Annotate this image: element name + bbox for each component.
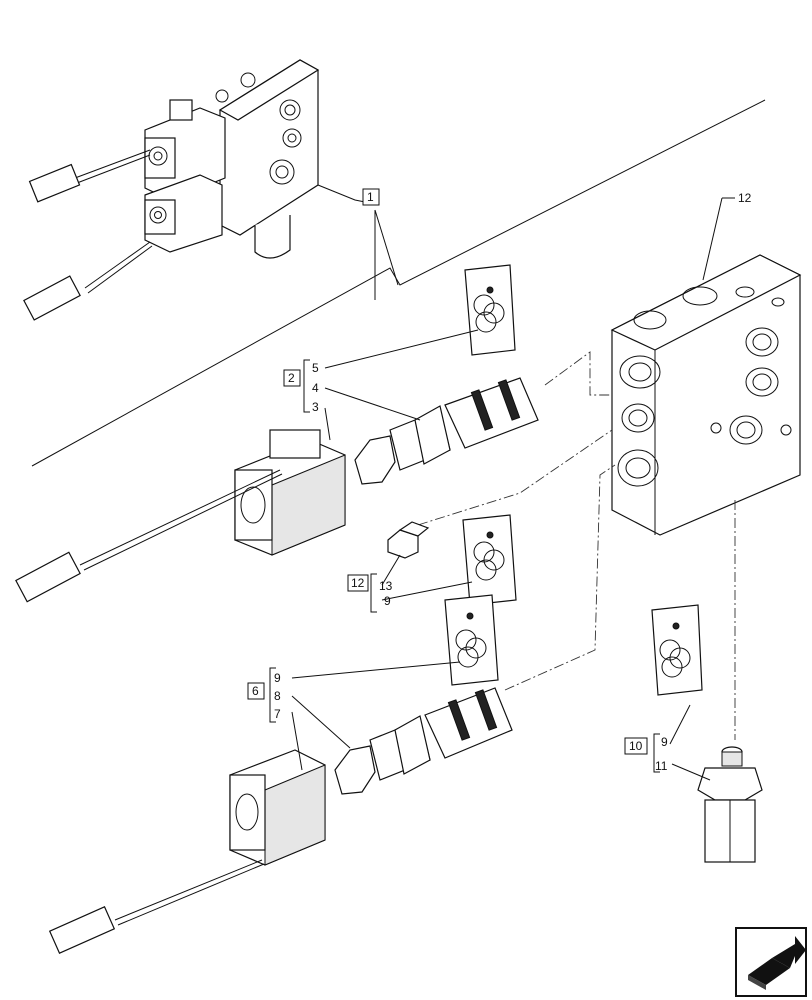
callout-9-port: 9 [661, 735, 668, 749]
callout-6-kit: 6 [252, 684, 259, 698]
connector-lower-coil [48, 906, 116, 954]
callout-9-lower: 9 [274, 671, 281, 685]
callout-box-10 [624, 737, 648, 755]
callout-box-1 [362, 188, 380, 206]
valve-assembly-overview [23, 59, 320, 321]
seal-kit-bag-2 [462, 514, 517, 606]
callout-9-plug-kit: 9 [384, 594, 391, 608]
callout-box-2 [283, 369, 301, 387]
plug-part [387, 521, 430, 559]
callout-12-kit: 12 [351, 576, 365, 590]
callout-1-assembly: 1 [367, 190, 374, 204]
callout-7: 7 [274, 707, 281, 721]
callout-2-kit: 2 [288, 371, 295, 385]
callout-5: 5 [312, 361, 319, 375]
cartridge-valve-lower [334, 687, 513, 795]
callout-box-12 [347, 574, 369, 592]
manifold-block [610, 254, 802, 536]
leader-12 [702, 197, 723, 281]
port-fitting [697, 746, 763, 863]
callout-8: 8 [274, 689, 281, 703]
seal-kit-bag-3 [444, 594, 499, 686]
connector-upper-coil [15, 551, 81, 603]
callout-3: 3 [312, 400, 319, 414]
seal-kit-bag-1 [464, 264, 516, 356]
callout-10-kit: 10 [629, 739, 643, 753]
seal-kit-bag-4 [651, 604, 703, 696]
callout-12-manifold: 12 [738, 191, 752, 205]
next-page-arrow-icon[interactable] [735, 927, 807, 997]
cable-lower-coil [114, 859, 263, 921]
callout-4: 4 [312, 381, 319, 395]
cartridge-valve-upper [354, 377, 539, 485]
callout-box-6 [247, 682, 265, 700]
callout-11: 11 [655, 759, 668, 773]
callout-13: 13 [379, 579, 393, 593]
solenoid-coil-lower [229, 749, 326, 866]
solenoid-coil-upper [234, 429, 346, 556]
cable-upper-coil [79, 469, 281, 566]
